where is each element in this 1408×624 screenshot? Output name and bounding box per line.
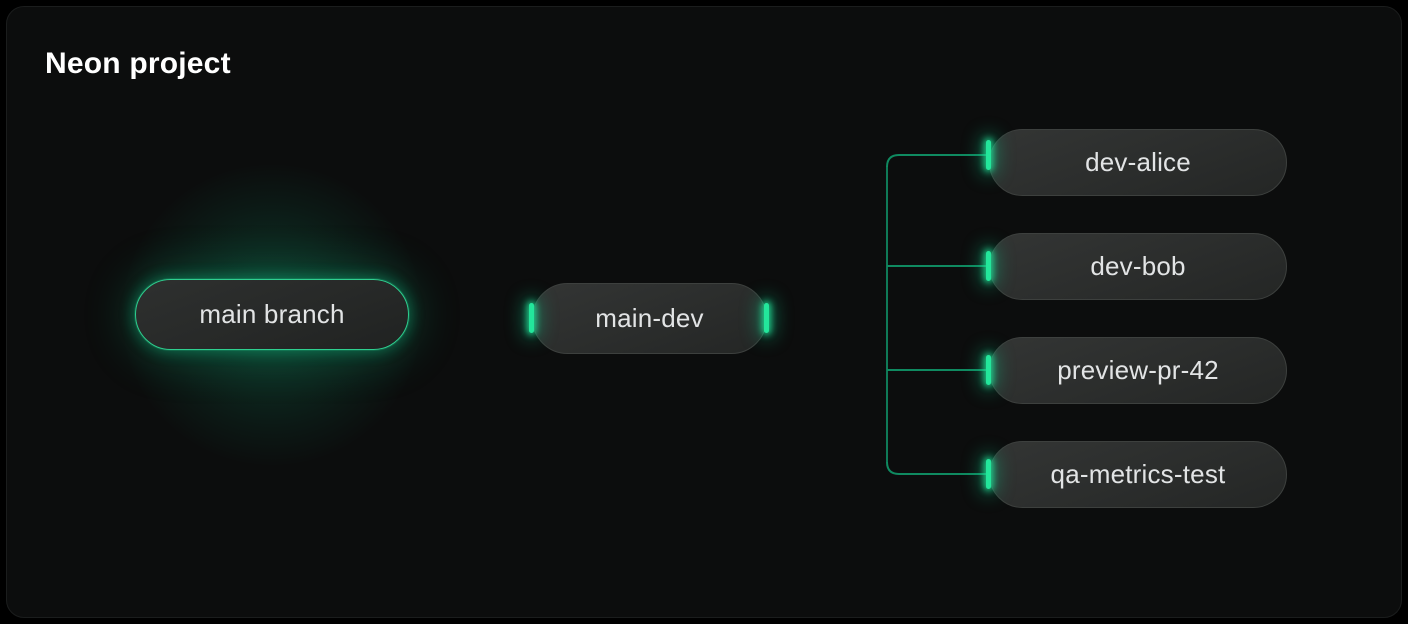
project-card: Neon project xyxy=(6,6,1402,618)
node-main-dev[interactable]: main-dev xyxy=(532,283,767,354)
page-title: Neon project xyxy=(45,47,231,80)
node-main-branch-label: main branch xyxy=(199,299,345,329)
node-main-dev-label: main-dev xyxy=(595,303,704,333)
node-qa-metrics-test[interactable]: qa-metrics-test xyxy=(989,441,1287,508)
node-preview-pr-42[interactable]: preview-pr-42 xyxy=(989,337,1287,404)
node-dev-bob-label: dev-bob xyxy=(1090,251,1186,281)
node-main-branch[interactable]: main branch xyxy=(135,279,409,350)
edge-dev-to-alice xyxy=(886,154,989,168)
branch-diagram-canvas: main branch main-dev dev-alice dev-bob p… xyxy=(7,7,1401,617)
node-qa-metrics-test-label: qa-metrics-test xyxy=(1050,459,1226,489)
node-preview-pr-42-label: preview-pr-42 xyxy=(1057,355,1219,385)
edge-dev-to-qa xyxy=(886,461,989,475)
node-dev-bob[interactable]: dev-bob xyxy=(989,233,1287,300)
node-dev-alice-label: dev-alice xyxy=(1085,147,1191,177)
node-dev-alice[interactable]: dev-alice xyxy=(989,129,1287,196)
